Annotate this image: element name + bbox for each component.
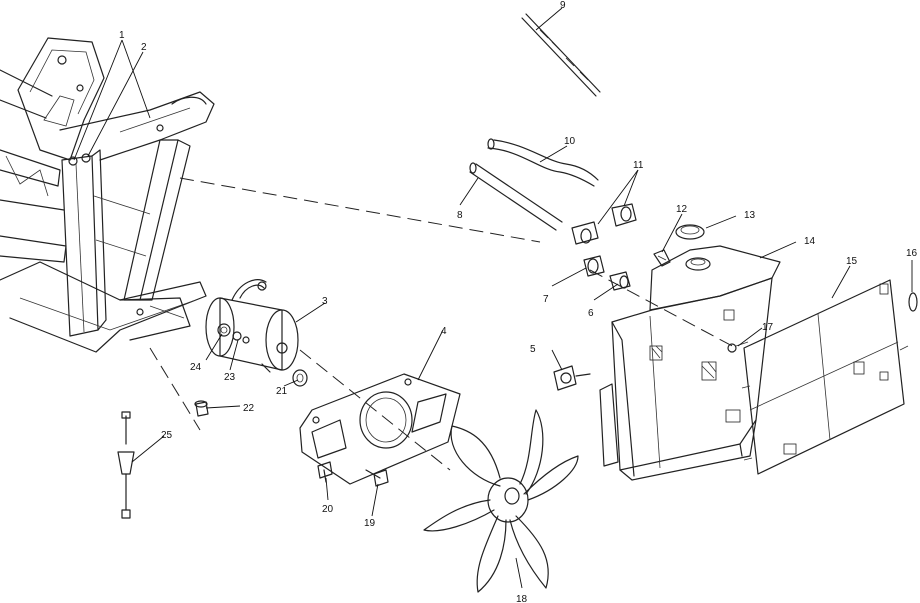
- callout-6: 6: [588, 308, 594, 319]
- callout-23: 23: [224, 372, 236, 383]
- hose-clamp-lower: [571, 221, 599, 245]
- callout-18: 18: [516, 594, 528, 603]
- callout-5: 5: [530, 344, 536, 355]
- callout-13: 13: [744, 210, 756, 221]
- callout-8: 8: [457, 210, 463, 221]
- grommet-22: [194, 400, 209, 417]
- callout-20: 20: [322, 504, 334, 515]
- fan-blade: [423, 409, 579, 593]
- callout-labels: 1 2 3 4 5 6 7 8 9 10 11 12 13 14 15 16 1…: [119, 0, 918, 603]
- callout-16: 16: [906, 248, 918, 259]
- bushing-21: [292, 369, 308, 387]
- screw-20: [317, 461, 333, 483]
- alignment-line-nut-22: [149, 347, 201, 431]
- callout-15: 15: [846, 256, 858, 267]
- hose-fitting-6: [609, 271, 631, 291]
- o-ring: [908, 292, 918, 312]
- callout-24: 24: [190, 362, 202, 373]
- callout-9: 9: [560, 0, 566, 11]
- callout-2: 2: [141, 42, 147, 53]
- screw-19: [365, 469, 389, 487]
- callout-12: 12: [676, 204, 688, 215]
- leader-lines: [73, 7, 913, 589]
- washer-23b: [242, 336, 250, 344]
- callout-1: 1: [119, 30, 125, 41]
- clip-12: [653, 249, 671, 267]
- nut-24: [217, 323, 231, 337]
- temperature-sensor: [117, 411, 135, 519]
- vehicle-frame: [0, 37, 215, 353]
- drain-plug: [727, 341, 749, 353]
- rod-9: [521, 13, 601, 97]
- radiator-screen: [741, 279, 909, 475]
- alignment-line-fan-hub: [299, 349, 451, 471]
- alignment-line-radiator-lower: [589, 269, 737, 349]
- callout-22: 22: [243, 403, 255, 414]
- callout-14: 14: [804, 236, 816, 247]
- callout-19: 19: [364, 518, 376, 529]
- callout-3: 3: [322, 296, 328, 307]
- radiator-cap: [675, 224, 705, 240]
- callout-25: 25: [161, 430, 173, 441]
- hose-clamp-upper: [611, 203, 637, 227]
- callout-10: 10: [564, 136, 576, 147]
- callout-21: 21: [276, 386, 288, 397]
- callout-17: 17: [762, 322, 774, 333]
- hose-clamp-7: [583, 255, 605, 277]
- radiator-hose-upper: [487, 138, 599, 187]
- radiator: [599, 245, 781, 481]
- radiator-hose-lower: [469, 162, 563, 231]
- alignment-line-frame-to-radiator: [179, 177, 541, 243]
- callout-4: 4: [441, 326, 447, 337]
- callout-11: 11: [633, 160, 644, 171]
- bolt-5: [553, 365, 591, 391]
- fan-shroud: [299, 373, 461, 485]
- washer-23: [232, 331, 242, 341]
- callout-7: 7: [543, 294, 549, 305]
